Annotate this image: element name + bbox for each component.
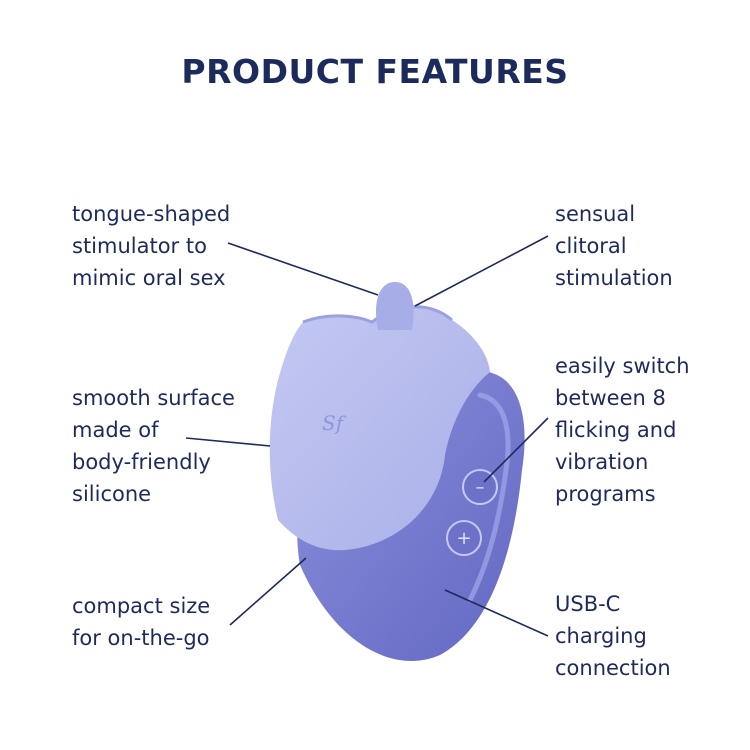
- minus-icon: –: [476, 477, 485, 498]
- feature-line: tongue-shaped: [72, 202, 231, 226]
- plus-button[interactable]: +: [446, 520, 482, 556]
- leader-line-sensual: [414, 235, 549, 307]
- device-front: [269, 306, 490, 551]
- feature-line: stimulator to: [72, 234, 207, 258]
- feature-line: connection: [555, 656, 671, 680]
- leader-line-usb: [444, 589, 549, 637]
- feature-tongue-shaped: tongue-shaped stimulator to mimic oral s…: [72, 198, 230, 294]
- feature-line: between 8: [555, 386, 666, 410]
- leader-line-tongue: [227, 242, 379, 296]
- page-title: PRODUCT FEATURES: [181, 52, 569, 91]
- feature-line: for on-the-go: [72, 626, 210, 650]
- leader-line-smooth: [185, 437, 271, 447]
- feature-line: body-friendly: [72, 450, 211, 474]
- leader-line-switch: [483, 417, 549, 483]
- feature-line: mimic oral sex: [72, 266, 226, 290]
- feature-line: made of: [72, 418, 159, 442]
- feature-line: easily switch: [555, 354, 690, 378]
- feature-line: charging: [555, 624, 647, 648]
- feature-line: sensual: [555, 202, 636, 226]
- feature-line: clitoral: [555, 234, 627, 258]
- feature-line: smooth surface: [72, 386, 235, 410]
- feature-line: vibration: [555, 450, 649, 474]
- feature-compact-size: compact size for on-the-go: [72, 590, 210, 654]
- feature-line: programs: [555, 482, 656, 506]
- feature-programs: easily switch between 8 flicking and vib…: [555, 350, 690, 510]
- leader-line-compact: [229, 557, 307, 626]
- feature-line: silicone: [72, 482, 152, 506]
- feature-line: stimulation: [555, 266, 673, 290]
- feature-sensual-stimulation: sensual clitoral stimulation: [555, 198, 673, 294]
- device-shine: [467, 392, 511, 603]
- tongue-stimulator: [375, 282, 414, 330]
- plus-icon: +: [456, 528, 471, 549]
- feature-line: compact size: [72, 594, 211, 618]
- feature-usb-c: USB-C charging connection: [555, 588, 671, 684]
- feature-line: flicking and: [555, 418, 677, 442]
- logo: Sf: [322, 411, 347, 435]
- feature-line: USB-C: [555, 592, 621, 616]
- device-rim: [302, 305, 453, 324]
- feature-smooth-surface: smooth surface made of body-friendly sil…: [72, 382, 235, 510]
